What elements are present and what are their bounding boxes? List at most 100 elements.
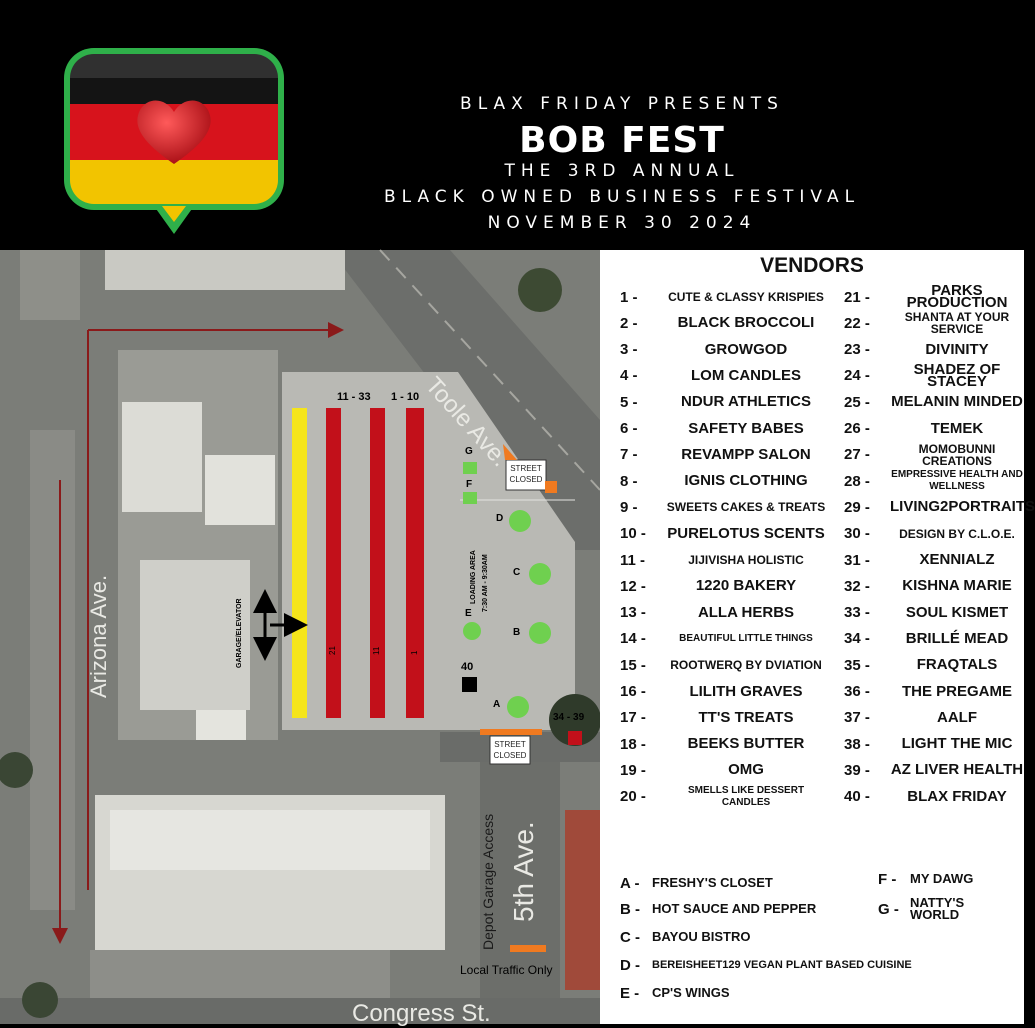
vendor-row: 31 -XENNIALZ: [844, 547, 1024, 573]
vendor-name: FRESHY'S CLOSET: [652, 875, 773, 890]
vendor-number: 1 -: [620, 288, 638, 306]
booth-d-label: D: [496, 513, 504, 524]
vendor-name: BAYOU BISTRO: [652, 929, 751, 944]
local-traffic-barrier: [510, 945, 546, 952]
vendor-number: 36 -: [844, 683, 870, 700]
vendor-row: 28 -EMPRESSIVE HEALTH AND WELLNESS: [844, 468, 1024, 494]
vendor-name: AALF: [937, 708, 977, 726]
vendor-row: 20 -SMELLS LIKE DESSERT CANDLES: [620, 784, 826, 810]
vendor-name: SHANTA AT YOUR SERVICE: [904, 310, 1010, 337]
garage-elevator-label: GARAGE/ELEVATOR: [236, 598, 243, 668]
vendor-number: 12 -: [620, 577, 646, 595]
booth-40-marker: [462, 677, 477, 692]
street-closed-sign-top: [505, 459, 547, 491]
fifth-ave-road: [480, 762, 560, 1024]
vendor-number: 15 -: [620, 656, 646, 674]
lane-number-1: 1: [410, 650, 419, 655]
vendor-row: 25 -MELANIN MINDED: [844, 389, 1024, 415]
vendor-row: B -HOT SAUCE AND PEPPER: [620, 896, 872, 922]
vendor-row: 21 -PARKS PRODUCTION: [844, 283, 1024, 310]
vendor-row: 40 - BLAX FRIDAY: [844, 784, 1024, 810]
loading-time-label: 7:30 AM - 9:30AM: [482, 554, 489, 612]
yellow-vendor-lane: [292, 408, 307, 718]
vendor-name: AZ LIVER HEALTH: [890, 761, 1024, 779]
vendor-number: D -: [620, 956, 640, 974]
vendors-title: VENDORS: [760, 254, 864, 277]
vendor-row: 16 -LILITH GRAVES: [620, 679, 826, 705]
vendor-row: 10 - PURELOTUS SCENTS: [620, 521, 826, 547]
vendor-row: D -BEREISHEET129 VEGAN PLANT BASED CUISI…: [620, 952, 972, 978]
vendor-lane-11-33-left: [326, 408, 341, 718]
vendor-row: 39 - AZ LIVER HEALTH: [844, 757, 1024, 783]
vendor-number: 7 -: [620, 446, 638, 464]
vendor-row: 7 -REVAMPP SALON: [620, 442, 826, 468]
vendor-row: 35 -FRAQTALS: [844, 652, 1024, 678]
vendor-name: BLACK BROCCOLI: [677, 314, 815, 332]
vendor-name: ALLA HERBS: [697, 603, 795, 621]
booth-f-label: F: [466, 479, 473, 490]
vendor-name: NDUR ATHLETICS: [681, 393, 811, 411]
vendor-row: 37 -AALF: [844, 705, 1024, 731]
vendor-number: 10 -: [620, 525, 646, 543]
vendor-name: BRILLÉ MEAD: [905, 629, 1009, 647]
vendor-name: BEEKS BUTTER: [687, 735, 805, 753]
aerial-map: [0, 249, 601, 1024]
vendor-name: LIGHT THE MIC: [901, 735, 1013, 753]
vendor-number: 39 -: [844, 761, 870, 779]
vendor-number: 33 -: [844, 604, 870, 622]
booth-d-marker: [509, 510, 531, 532]
vendor-name: ROOTWERQ BY DVIATION: [670, 658, 822, 673]
booth-b-label: B: [513, 627, 521, 638]
local-traffic-label: Local Traffic Only: [460, 963, 553, 977]
vendor-number: B -: [620, 900, 640, 918]
vendor-number: 31 -: [844, 551, 870, 569]
vendor-name: LIVING2PORTRAITS: [890, 498, 1035, 516]
vendor-row: 38 -LIGHT THE MIC: [844, 731, 1024, 757]
vendor-number: 11 -: [620, 551, 646, 569]
vendor-number: G -: [878, 900, 899, 918]
vendor-row: A -FRESHY'S CLOSET: [620, 870, 872, 896]
vendor-name: PURELOTUS SCENTS: [667, 524, 825, 542]
vendor-row: 3 -GROWGOD: [620, 337, 826, 363]
vendor-name: GROWGOD: [704, 340, 788, 358]
vendor-row: 19 -OMG: [620, 757, 826, 783]
vendor-name: TEMEK: [930, 419, 984, 437]
vendor-name: LOM CANDLES: [691, 366, 801, 384]
street-closed-bottom: STREET CLOSED: [493, 740, 527, 760]
vendor-number: 35 -: [844, 656, 870, 674]
vendor-name: BLAX FRIDAY: [907, 787, 1007, 805]
vendor-row: F -MY DAWG: [878, 866, 990, 892]
street-closed-sign-bottom: [489, 735, 531, 765]
vendor-number: C -: [620, 928, 640, 946]
vendor-row: G - NATTY'S WORLD: [878, 896, 990, 922]
heart-flag-chat-icon: [64, 48, 284, 234]
vendor-number: 30 -: [844, 525, 870, 543]
booth-e-label: E: [465, 608, 472, 619]
lane-number-11: 11: [372, 646, 381, 655]
vendor-number: 18 -: [620, 735, 646, 753]
vendor-name: IGNIS CLOTHING: [684, 472, 808, 490]
vendor-row: 1 - CUTE & CLASSY KRISPIES: [620, 284, 826, 310]
booth-g-label: G: [465, 446, 473, 457]
vendor-number: 40 -: [844, 788, 870, 806]
vendor-number: 5 -: [620, 393, 638, 411]
vendor-number: 8 -: [620, 472, 638, 490]
vendor-row: 22 -SHANTA AT YOUR SERVICE: [844, 310, 1024, 336]
congress-st-label: Congress St.: [352, 1000, 491, 1027]
vendor-row: 5 - NDUR ATHLETICS: [620, 389, 826, 415]
vendor-number: 6 -: [620, 420, 638, 437]
vendor-row: 26 -TEMEK: [844, 416, 1024, 442]
vendor-name: EMPRESSIVE HEALTH AND WELLNESS: [891, 469, 1023, 493]
vendor-row: 6 -SAFETY BABES: [620, 416, 826, 442]
lane-number-21: 21: [328, 646, 337, 655]
vendor-row: 8 - IGNIS CLOTHING: [620, 468, 826, 494]
presenter-line: BLAX FRIDAY PRESENTS: [460, 94, 784, 114]
vendor-name: CUTE & CLASSY KRISPIES: [668, 290, 824, 304]
vendor-name: NATTY'S WORLD: [910, 895, 965, 922]
booth-g-marker: [463, 462, 477, 474]
booth-b-marker: [529, 622, 551, 644]
vendor-row: 29 -LIVING2PORTRAITS: [844, 494, 1035, 520]
vendor-row: 14 -BEAUTIFUL LITTLE THINGS: [620, 626, 826, 652]
vendor-name: TT'S TREATS: [698, 708, 794, 726]
